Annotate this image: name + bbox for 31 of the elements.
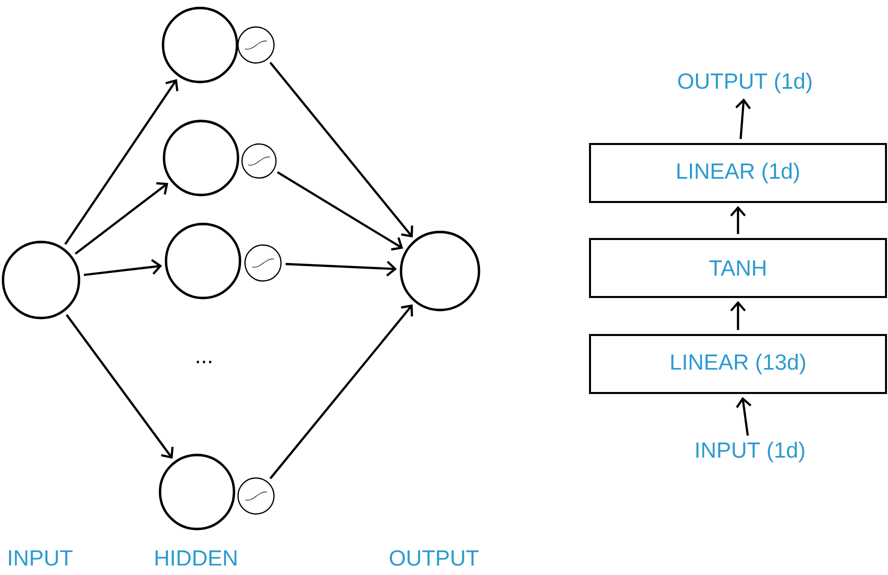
layer-label: HIDDEN: [156, 550, 236, 566]
neuron-circle: [162, 6, 238, 84]
arrow: [286, 260, 397, 276]
activation-circle: [241, 143, 277, 179]
arrow: [276, 171, 404, 251]
layer-box: LINEAR (1d): [589, 143, 887, 203]
layer-box: TANH: [589, 238, 887, 298]
neuron-circle: [2, 240, 80, 320]
activation-circle: [244, 244, 282, 282]
activation-circle: [237, 26, 275, 64]
ellipsis: ...: [196, 360, 212, 364]
arrow: [736, 396, 752, 436]
layer-label: OUTPUT: [390, 550, 479, 566]
arrow: [269, 62, 414, 238]
layer-box: LINEAR (13d): [589, 334, 887, 394]
neuron-circle: [162, 120, 240, 196]
layer-label: OUTPUT (1d): [678, 72, 812, 94]
layer-label: INPUT (1d): [696, 442, 804, 462]
neuron-circle: [158, 454, 236, 530]
arrow: [730, 301, 746, 330]
layer-label: INPUT: [9, 550, 72, 566]
neuron-circle: [400, 230, 480, 312]
arrow: [735, 98, 751, 140]
arrow: [74, 182, 168, 255]
arrow: [64, 79, 178, 245]
arrow: [66, 314, 174, 459]
activation-circle: [237, 477, 275, 515]
arrow: [269, 304, 414, 480]
arrow: [730, 206, 746, 234]
neuron-circle: [164, 222, 242, 300]
arrow: [84, 259, 162, 276]
